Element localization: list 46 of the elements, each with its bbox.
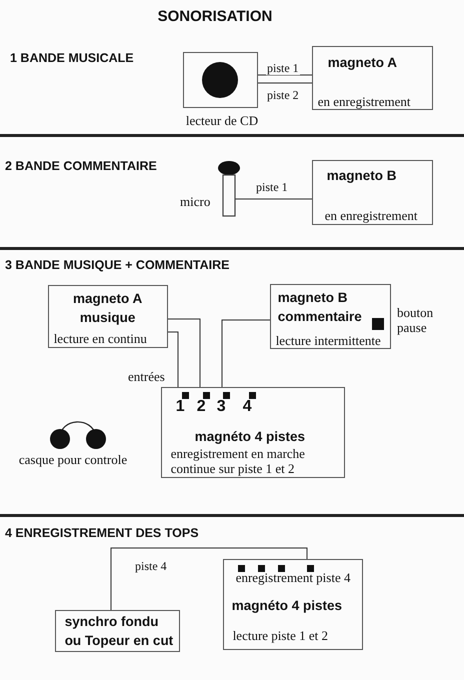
connector-line xyxy=(258,82,312,84)
edge-label: piste 1 xyxy=(255,181,289,194)
recorder-box xyxy=(312,160,433,225)
track-number: 2 xyxy=(196,398,206,416)
device-title: synchro fondu ou Topeur en cut xyxy=(64,612,174,650)
device-title: magneto A xyxy=(328,54,397,72)
player-box xyxy=(270,284,391,349)
status-text: lecture piste 1 et 2 xyxy=(232,628,328,643)
status-text: en enregistrement xyxy=(324,208,418,223)
player-box xyxy=(48,285,168,348)
edge-label: piste 2 xyxy=(266,89,300,102)
status-text: lecture intermittente xyxy=(276,332,381,348)
device-title: magnéto 4 pistes xyxy=(232,596,342,615)
device-box xyxy=(55,610,180,652)
device-title: magneto A musique xyxy=(72,290,144,327)
track-number: 3 xyxy=(216,398,226,416)
edge-label: piste 1 xyxy=(266,62,300,75)
connector-line xyxy=(168,318,200,388)
status-text: en enregistrement xyxy=(318,94,410,109)
status-text: lecture en continu xyxy=(54,330,147,346)
status-text: enregistrement en marche continue sur piste 1 et 2 xyxy=(170,446,306,476)
connector-line xyxy=(168,332,178,388)
connector-line xyxy=(258,74,312,76)
connector-line xyxy=(110,548,308,610)
section-heading: 3 BANDE MUSIQUE + COMMENTAIRE xyxy=(5,258,230,272)
section-heading: 4 ENREGISTREMENT DES TOPS xyxy=(5,526,199,540)
track-number: 4 xyxy=(242,398,252,416)
recorder-box xyxy=(161,387,345,478)
connector-line xyxy=(234,198,312,200)
diagram-title: SONORISATION xyxy=(156,8,274,25)
side-note: entrées xyxy=(128,369,165,384)
device-caption: micro xyxy=(180,194,210,209)
edge-label: piste 4 xyxy=(134,560,168,573)
track-number: 1 xyxy=(176,398,185,416)
device-title: magnéto 4 pistes xyxy=(194,428,305,446)
device-title: magneto B xyxy=(326,166,396,185)
recorder-box xyxy=(312,46,433,110)
recorder-box xyxy=(223,559,363,650)
device-caption: casque pour controle xyxy=(18,452,128,467)
side-note: bouton pause xyxy=(397,305,434,335)
device-title: magneto B commentaire xyxy=(278,288,363,326)
section-heading: 1 BANDE MUSICALE xyxy=(10,51,134,65)
status-text: enregistrement piste 4 xyxy=(236,570,350,585)
device-caption: lecteur de CD xyxy=(184,113,260,128)
section-heading: 2 BANDE COMMENTAIRE xyxy=(5,159,157,173)
connector-line xyxy=(222,320,270,388)
